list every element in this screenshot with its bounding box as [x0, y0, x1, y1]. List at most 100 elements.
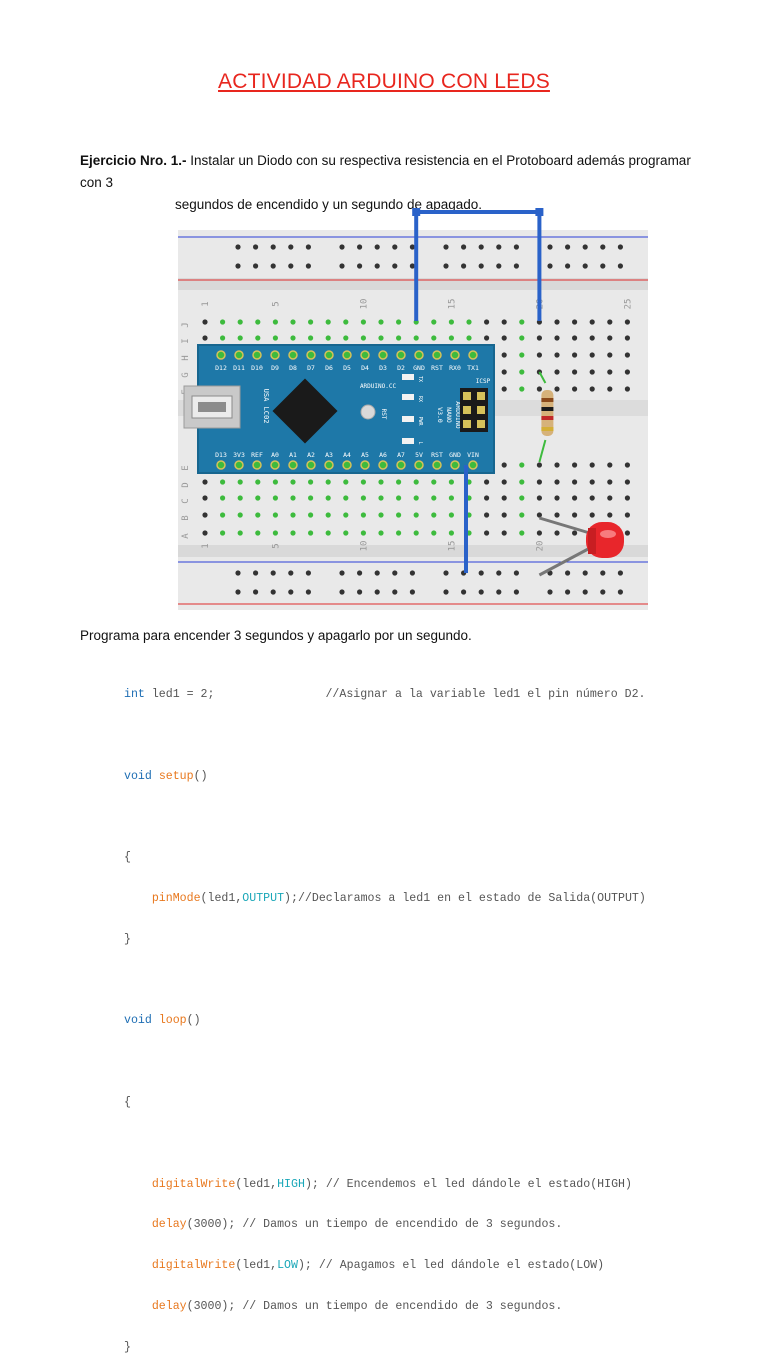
jumper-wire-top [414, 210, 542, 321]
breadboard-hole [360, 479, 366, 485]
reset-label: RST [380, 409, 387, 420]
breadboard-hole [290, 335, 296, 341]
breadboard-hole [308, 335, 314, 341]
rail-hole [478, 589, 484, 595]
resistor-band [541, 427, 554, 431]
breadboard-hole [589, 462, 595, 468]
rail-hole [478, 244, 484, 250]
rail-hole [565, 570, 571, 576]
breadboard-hole [607, 319, 613, 325]
code-line: delay(3000); // Damos un tiempo de encen… [151, 1299, 563, 1313]
rail-hole [443, 263, 449, 269]
pin-label: D10 [251, 364, 263, 372]
pin-label: A0 [271, 451, 279, 459]
rail-hole [565, 263, 571, 269]
arduino-pin [324, 460, 334, 470]
code-line: void loop() [124, 1014, 201, 1028]
breadboard-hole [255, 335, 261, 341]
breadboard-hole [519, 512, 525, 518]
pin-label: D8 [289, 364, 297, 372]
pin-label: D7 [307, 364, 315, 372]
exercise-text-line2: segundos de encendido y un segundo de ap… [175, 197, 483, 212]
breadboard-hole [255, 479, 261, 485]
arduino-pin [432, 350, 442, 360]
rail-hole [392, 244, 398, 250]
breadboard-hole [519, 462, 525, 468]
breadboard-hole [589, 352, 595, 358]
breadboard-hole [519, 335, 525, 341]
breadboard-hole [624, 369, 630, 375]
breadboard-hole [237, 530, 243, 536]
breadboard-hole [431, 530, 437, 536]
breadboard-hole [378, 335, 384, 341]
rail-hole [339, 263, 345, 269]
pin-label: TX1 [467, 364, 479, 372]
breadboard-hole [202, 335, 208, 341]
breadboard-hole [554, 335, 560, 341]
breadboard-hole [378, 530, 384, 536]
pin-label: A3 [325, 451, 333, 459]
document-title: ACTIVIDAD ARDUINO CON LEDS [218, 70, 550, 93]
pin-label: D13 [215, 451, 227, 459]
breadboard-hole [308, 319, 314, 325]
rail-hole [392, 263, 398, 269]
icsp-pin [463, 406, 471, 414]
breadboard-hole [290, 512, 296, 518]
onboard-led [402, 438, 414, 444]
pin-label: RST [431, 451, 443, 459]
rail-hole [235, 570, 241, 576]
breadboard-hole [589, 495, 595, 501]
rail-hole [443, 570, 449, 576]
rail-hole [235, 589, 241, 595]
arduino-pin [342, 460, 352, 470]
onboard-led [402, 416, 414, 422]
breadboard-hole [484, 495, 490, 501]
breadboard-hole [572, 369, 578, 375]
rail-hole [374, 570, 380, 576]
column-number: 20 [535, 541, 545, 552]
code-line: { [124, 1095, 131, 1109]
breadboard-hole [202, 495, 208, 501]
breadboard-hole [220, 530, 226, 536]
rail-hole [600, 244, 606, 250]
pin-label: GND [449, 451, 461, 459]
row-label: D [181, 482, 191, 487]
arduino-pin [468, 350, 478, 360]
breadboard-hole [607, 335, 613, 341]
rail-hole [339, 570, 345, 576]
column-number: 5 [271, 543, 281, 548]
onboard-led [402, 374, 414, 380]
pin-label: D5 [343, 364, 351, 372]
icsp-pin [463, 420, 471, 428]
rail-hole [461, 589, 467, 595]
breadboard-hole [484, 335, 490, 341]
arduino-pin [306, 460, 316, 470]
breadboard-hole [519, 386, 525, 392]
column-number: 10 [359, 541, 369, 552]
arduino-pin [342, 350, 352, 360]
rail-hole [270, 570, 276, 576]
rail-hole [513, 244, 519, 250]
breadboard-hole [290, 479, 296, 485]
arduino-pin [378, 460, 388, 470]
breadboard-hole [536, 386, 542, 392]
breadboard-hole [202, 319, 208, 325]
breadboard-hole [272, 495, 278, 501]
led-leg [538, 546, 591, 577]
rail-hole [305, 244, 311, 250]
arduino-pin [216, 460, 226, 470]
breadboard-hole [572, 335, 578, 341]
breadboard-hole [554, 369, 560, 375]
breadboard-hole [554, 352, 560, 358]
arduino-pin [378, 350, 388, 360]
rail-hole [339, 244, 345, 250]
breadboard-hole [501, 530, 507, 536]
row-label: I [181, 338, 191, 343]
pin-label: A6 [379, 451, 387, 459]
wire-end [535, 208, 544, 216]
rail-hole [617, 589, 623, 595]
row-label: E [181, 465, 191, 470]
breadboard-hole [448, 512, 454, 518]
breadboard-hole [572, 479, 578, 485]
column-number: 15 [447, 299, 457, 310]
